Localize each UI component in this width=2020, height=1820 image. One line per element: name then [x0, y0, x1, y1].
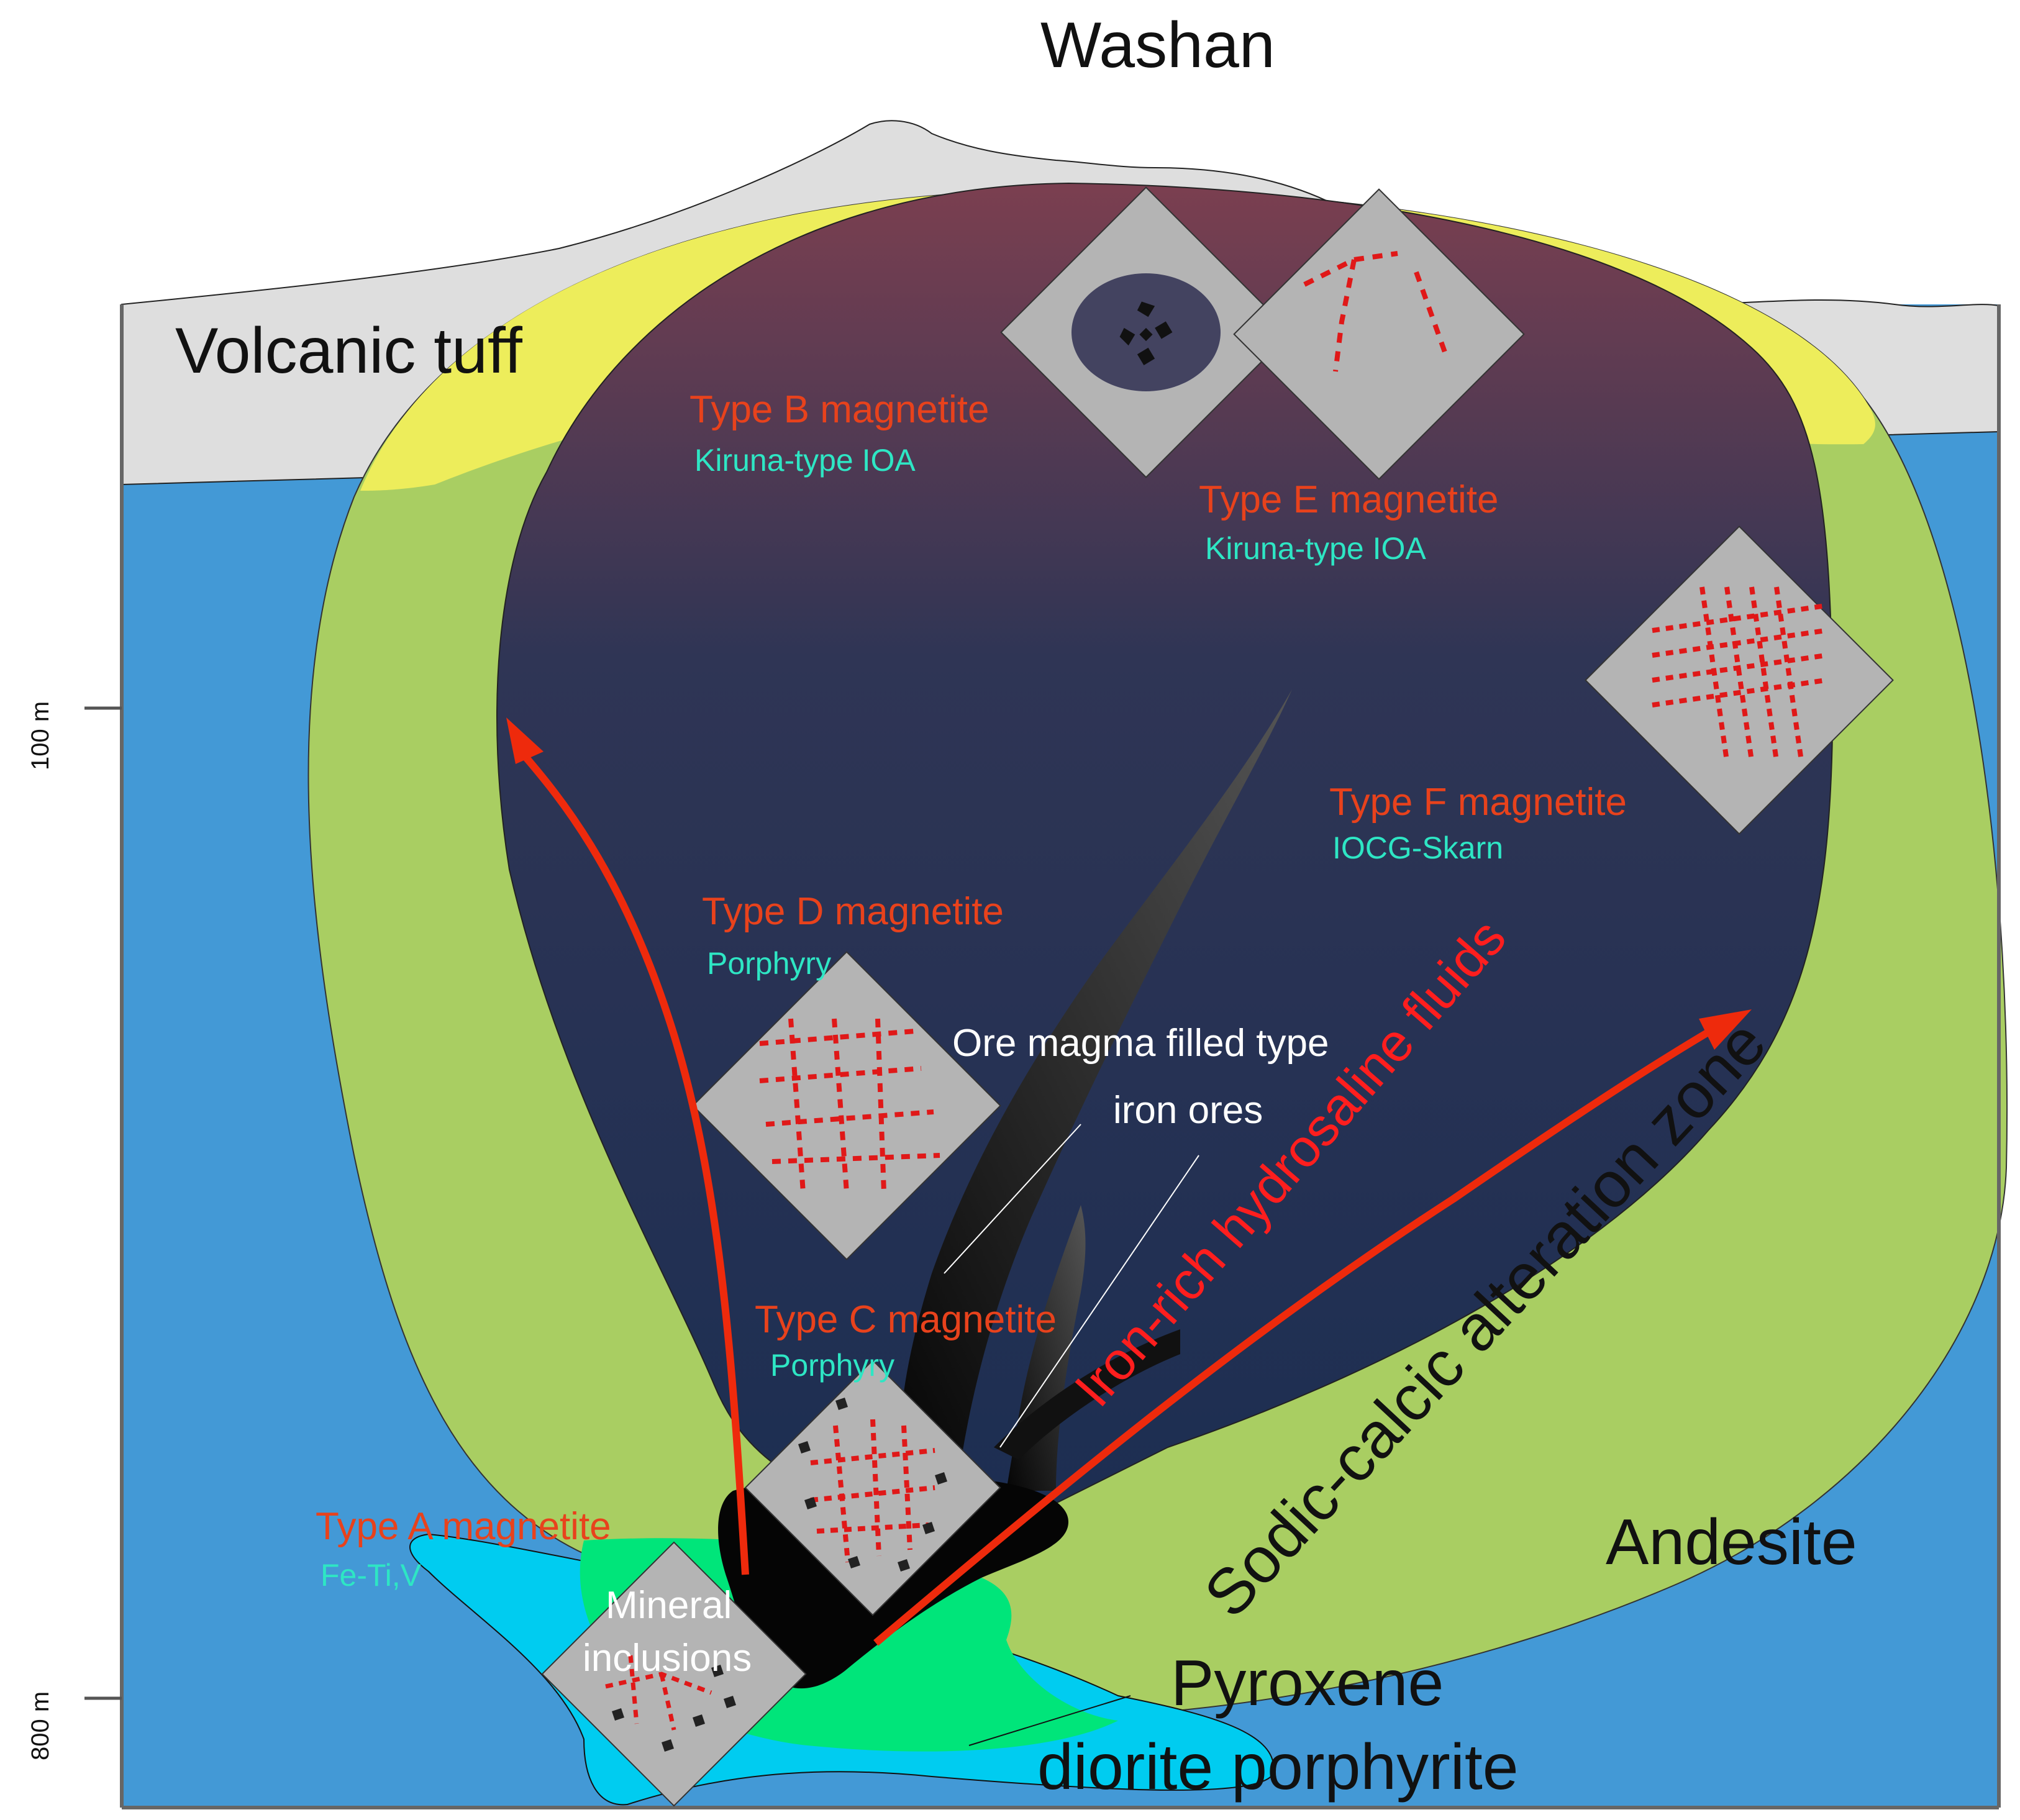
label-type-b: Type B magnetite: [689, 388, 990, 431]
panel-type-f: [1585, 526, 1894, 835]
label-type-e: Type E magnetite: [1199, 478, 1499, 521]
label-type-a: Type A magnetite: [316, 1505, 611, 1548]
title-washan: Washan: [1040, 9, 1275, 81]
label-type-c-deposit: Porphyry: [770, 1348, 894, 1383]
depth-label-800: 800 m: [27, 1691, 54, 1760]
leader-porphyrite: [968, 1695, 1131, 1746]
label-porphyrite-2: diorite porphyrite: [1037, 1731, 1519, 1803]
panel-type-c: [744, 1359, 1001, 1616]
label-ore-2: iron ores: [1113, 1089, 1263, 1132]
leader-ore-2: [999, 1155, 1199, 1448]
label-volcanic-tuff: Volcanic tuff: [175, 315, 523, 387]
label-type-d: Type D magnetite: [702, 890, 1004, 933]
panel-type-d: [692, 951, 1001, 1260]
depth-label-100: 100 m: [27, 701, 54, 770]
label-type-f: Type F magnetite: [1329, 781, 1627, 824]
label-type-f-deposit: IOCG-Skarn: [1332, 830, 1503, 865]
label-porphyrite-1: Pyroxene: [1171, 1647, 1444, 1719]
fluid-arrow-left-head: [506, 717, 544, 764]
label-type-b-deposit: Kiruna-type IOA: [694, 443, 916, 478]
label-andesite: Andesite: [1606, 1506, 1857, 1578]
label-inclusions-1: Mineral: [606, 1584, 732, 1627]
panel-type-a: [541, 1541, 807, 1807]
label-inclusions-2: inclusions: [583, 1637, 752, 1680]
leader-ore-1: [944, 1124, 1081, 1274]
label-type-c: Type C magnetite: [755, 1298, 1057, 1341]
panel-type-b: [1000, 186, 1292, 478]
ore-dyke-main: [899, 689, 1292, 1491]
label-type-a-deposit: Fe-Ti,V: [321, 1558, 422, 1593]
label-type-e-deposit: Kiruna-type IOA: [1205, 531, 1426, 566]
label-ore-1: Ore magma filled type: [952, 1022, 1329, 1065]
panel-type-e: [1233, 188, 1525, 480]
fluid-arrow-left: [512, 743, 749, 1575]
fluid-arrow-right: [873, 1021, 1723, 1646]
ore-dyke-branch-right: [994, 1329, 1180, 1460]
fluid-arrow-right-head: [1699, 1009, 1752, 1050]
label-type-d-deposit: Porphyry: [707, 946, 831, 981]
